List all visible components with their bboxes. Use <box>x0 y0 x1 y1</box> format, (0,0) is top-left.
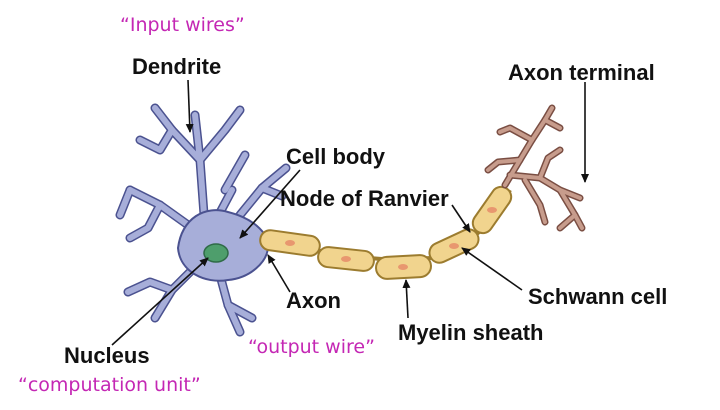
dendrites <box>115 103 291 337</box>
nucleus-arrow <box>111 257 209 346</box>
computation-unit-annotation: “computation unit” <box>18 374 201 396</box>
node-of-ranvier-arrow <box>451 204 471 233</box>
schwann-cell-arrow <box>461 247 523 291</box>
node-of-ranvier-label: Node of Ranvier <box>280 186 449 211</box>
myelin-sheath-segments <box>259 185 513 280</box>
myelin-sheath-label: Myelin sheath <box>398 320 544 345</box>
dendrite-label: Dendrite <box>132 54 222 79</box>
nucleus-label: Nucleus <box>64 343 150 368</box>
nucleus-shape <box>203 243 229 263</box>
cell-body-label: Cell body <box>286 144 386 169</box>
cell-body-arrow <box>239 169 301 239</box>
axon-arrow <box>267 254 291 293</box>
input-wires-annotation: “Input wires” <box>120 14 245 36</box>
schwann-cell-label: Schwann cell <box>528 284 668 309</box>
output-wire-annotation: “output wire” <box>248 336 375 358</box>
pointer-arrows <box>111 79 589 346</box>
axon-terminal-branches <box>484 104 586 232</box>
axon-label: Axon <box>286 288 341 313</box>
myelin-sheath-arrow <box>402 279 411 319</box>
dendrite-arrow <box>185 79 194 133</box>
axon-terminal-label: Axon terminal <box>508 60 655 85</box>
